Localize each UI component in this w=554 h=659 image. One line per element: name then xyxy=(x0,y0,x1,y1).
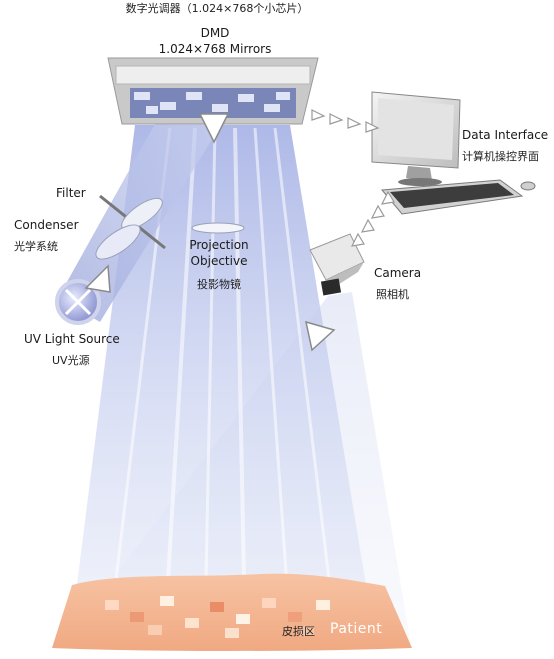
data-interface-label: Data Interface xyxy=(462,128,549,142)
dmd-title-cn: 数字光调器（1.024×768个小芯片） xyxy=(125,2,309,15)
flow-arrow-icon xyxy=(311,109,380,133)
flow-arrow-icon xyxy=(305,320,336,352)
patient-label: Patient xyxy=(330,621,383,637)
uv-source-label-cn: UV光源 xyxy=(52,354,90,367)
camera-icon xyxy=(309,233,365,296)
projection-lens-icon xyxy=(191,222,245,234)
dmd-title: DMD xyxy=(200,26,230,40)
camera-label-cn: 照相机 xyxy=(376,288,409,301)
projection-label-2: Objective xyxy=(190,254,248,268)
projection-label-cn: 投影物镜 xyxy=(197,278,241,291)
camera-label: Camera xyxy=(374,266,422,280)
dmd-chip-icon xyxy=(107,57,319,144)
condenser-label-cn: 光学系统 xyxy=(14,240,58,253)
keyboard-icon xyxy=(381,179,536,215)
projection-beam xyxy=(70,125,375,640)
projection-label-1: Projection xyxy=(189,238,249,252)
condenser-label: Condenser xyxy=(14,218,79,232)
flow-arrow-icon xyxy=(84,264,111,293)
lesion-pixels xyxy=(105,596,330,638)
lesion-label-cn: 皮损区 xyxy=(282,625,315,638)
data-interface-label-cn: 计算机操控界面 xyxy=(462,150,539,163)
flow-arrow-icon xyxy=(198,113,230,144)
dmd-subtitle: 1.024×768 Mirrors xyxy=(158,42,272,56)
filter-label: Filter xyxy=(56,186,86,200)
patient-skin xyxy=(52,573,412,651)
computer-monitor-icon xyxy=(371,91,461,186)
uv-source-label: UV Light Source xyxy=(24,332,120,346)
uv-lamp-icon xyxy=(55,279,101,325)
condenser-lens-icon xyxy=(95,224,141,260)
flow-arrow-icon xyxy=(350,190,395,247)
